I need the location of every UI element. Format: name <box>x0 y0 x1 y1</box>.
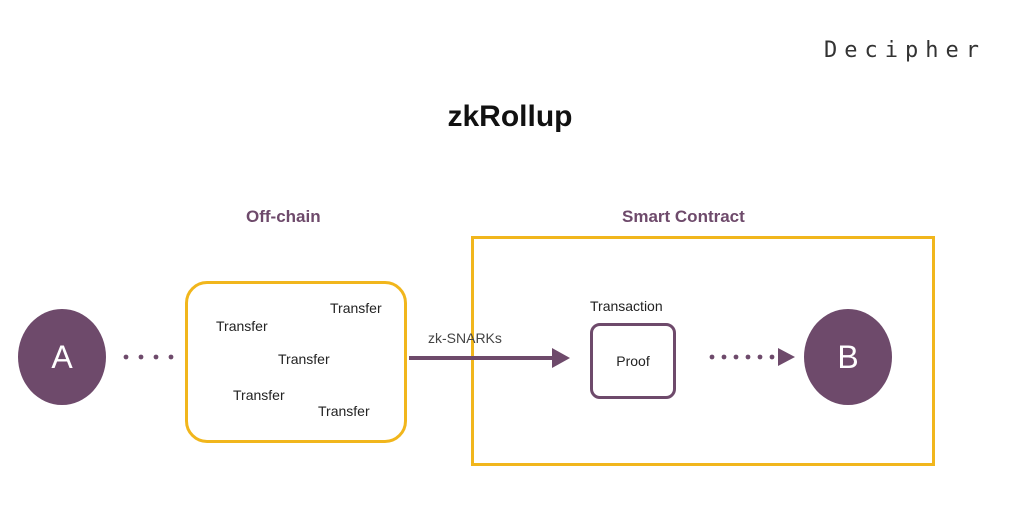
smart-contract-label: Smart Contract <box>622 207 745 226</box>
node-a: A <box>18 309 106 405</box>
transfer-label: Transfer <box>330 300 382 316</box>
offchain-label: Off-chain <box>246 207 321 226</box>
decipher-logo: Decipher <box>824 38 986 63</box>
diagram-title: zkRollup <box>447 100 573 133</box>
node-b: B <box>804 309 892 405</box>
zk-snarks-label: zk-SNARKs <box>428 330 502 346</box>
dotted-arrow-b <box>709 348 795 366</box>
transfer-label: Transfer <box>278 351 330 367</box>
transfer-label: Transfer <box>233 387 285 403</box>
transfer-label: Transfer <box>318 403 370 419</box>
dotted-connector-a <box>123 354 174 360</box>
node-a-label: A <box>51 338 73 375</box>
offchain-box <box>185 281 407 443</box>
node-b-label: B <box>837 338 859 375</box>
transfer-label: Transfer <box>216 318 268 334</box>
smart-contract-box <box>471 236 935 466</box>
proof-box: Proof <box>590 323 676 399</box>
transaction-label: Transaction <box>590 298 663 314</box>
zk-snarks-arrow <box>409 348 570 368</box>
proof-label: Proof <box>616 353 650 369</box>
